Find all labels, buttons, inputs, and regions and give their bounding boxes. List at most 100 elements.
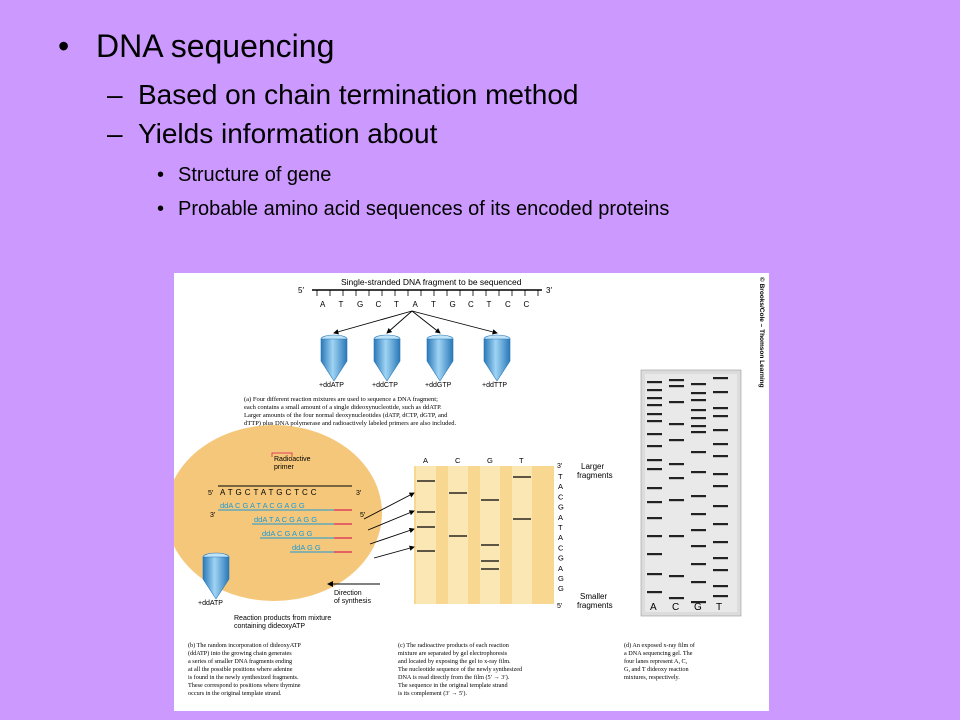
gel-bottom-label: 5′ xyxy=(557,603,563,610)
film-band xyxy=(691,399,706,402)
film-band xyxy=(713,523,728,526)
panel-d-caption: (d) An exposed x-ray film ofa DNA sequen… xyxy=(624,642,696,681)
caption-line: a series of smaller DNA fragments ending xyxy=(188,658,292,665)
products-2: containing dideoxyATP xyxy=(234,623,305,630)
read-base: T xyxy=(558,472,563,481)
subbullet-text: Yields information about xyxy=(138,118,438,149)
film-band xyxy=(691,581,706,584)
copyright-notice: © Brooks/Cole – Thomson Learning xyxy=(758,277,766,388)
film-band xyxy=(691,545,706,548)
gel-lane-label: T xyxy=(519,456,524,465)
reaction-tube xyxy=(373,334,401,382)
five-prime-label: 5′ xyxy=(298,286,304,295)
template-base: A xyxy=(320,300,326,309)
caption-line: Larger amounts of the four normal deoxyn… xyxy=(244,412,448,419)
film-lane-label: C xyxy=(672,602,679,613)
gel-bands xyxy=(417,476,531,570)
film-band xyxy=(713,505,728,508)
dna-sequencing-figure: Single-stranded DNA fragment to be seque… xyxy=(174,273,769,711)
gel-lane-label: A xyxy=(423,456,428,465)
film-band xyxy=(713,455,728,458)
template-base: G xyxy=(450,300,456,309)
film-lane-label: A xyxy=(650,602,657,613)
film-band xyxy=(669,379,684,382)
larger-label-1: Larger xyxy=(581,462,604,471)
caption-line: occurs in the original template strand. xyxy=(188,690,282,697)
film-band xyxy=(669,423,684,426)
gel-top-label: 3′ xyxy=(557,463,563,470)
film-band xyxy=(691,495,706,498)
caption-line: (d) An exposed x-ray film of xyxy=(624,642,696,649)
film-band xyxy=(669,477,684,480)
film-band xyxy=(669,499,684,502)
film-lane-label: G xyxy=(694,602,702,613)
read-base: A xyxy=(558,482,563,491)
film-band xyxy=(713,473,728,476)
film-band xyxy=(647,591,662,594)
ddatp-tube xyxy=(202,552,230,600)
smaller-label-1: Smaller xyxy=(580,592,607,601)
caption-line: at all the possible positions where aden… xyxy=(188,666,293,673)
read-base: T xyxy=(558,523,563,532)
caption-line: (b) The random incorporation of dideoxyA… xyxy=(188,642,301,649)
film-band xyxy=(669,535,684,538)
read-base: G xyxy=(558,554,564,563)
film-band xyxy=(647,553,662,556)
panel-a-caption: (a) Four different reaction mixtures are… xyxy=(244,396,456,427)
film-band xyxy=(647,381,662,384)
tube-label: +ddATP xyxy=(319,382,344,389)
film-band xyxy=(691,431,706,434)
template-base: C xyxy=(376,300,382,309)
caption-line: mixtures, respectively. xyxy=(624,674,680,681)
gel-lane xyxy=(448,466,468,604)
read-base: G xyxy=(558,584,564,593)
film-band xyxy=(647,487,662,490)
template-5-label: 5′ xyxy=(208,490,214,497)
bullet-text: DNA sequencing xyxy=(96,28,335,64)
template-base: C xyxy=(524,300,530,309)
larger-label-2: fragments xyxy=(577,471,613,480)
subbullet-text: Based on chain termination method xyxy=(138,79,579,110)
caption-line: dTTP) plus DNA polymerase and radioactiv… xyxy=(244,420,456,427)
gel-arrow xyxy=(363,492,415,520)
tube-label: +ddCTP xyxy=(372,382,398,389)
read-base: A xyxy=(558,533,563,542)
bullet-mark: • xyxy=(157,198,165,220)
read-base: C xyxy=(558,492,564,501)
film-band xyxy=(647,420,662,423)
film-band xyxy=(713,569,728,572)
template-base: G xyxy=(357,300,363,309)
strand-text: ddA C G A T A C G A G G xyxy=(220,501,305,510)
caption-line: is found in the newly synthesized fragme… xyxy=(188,674,299,681)
caption-line: mixture are separated by gel electrophor… xyxy=(398,650,508,657)
film-band xyxy=(669,597,684,600)
template-base: A xyxy=(413,300,419,309)
read-base: G xyxy=(558,503,564,512)
film-band xyxy=(647,445,662,448)
tube-arrow xyxy=(411,310,498,335)
smaller-label-2: fragments xyxy=(577,601,613,610)
film-band xyxy=(713,485,728,488)
gel-lane xyxy=(512,466,532,604)
b-tube-label: +ddATP xyxy=(198,600,223,607)
caption-line: a DNA sequencing gel. The xyxy=(624,650,693,657)
template-base: T xyxy=(487,300,492,309)
gel-lane xyxy=(416,466,436,604)
reaction-tubes: +ddATP+ddCTP+ddGTP+ddTTP xyxy=(319,334,511,389)
item-text: Probable amino acid sequences of its enc… xyxy=(178,198,670,220)
caption-line: The nucleotide sequence of the newly syn… xyxy=(398,666,523,673)
template-3-label: 3′ xyxy=(356,490,362,497)
film-band xyxy=(713,541,728,544)
gel-lane-label: G xyxy=(487,456,493,465)
primer-bracket xyxy=(271,452,293,457)
primer-label-2: primer xyxy=(274,464,295,471)
gel-arrows xyxy=(363,492,415,559)
caption-line: (ddATP) into the growing chain generates xyxy=(188,650,292,657)
film-band xyxy=(647,433,662,436)
film-band xyxy=(691,601,706,604)
